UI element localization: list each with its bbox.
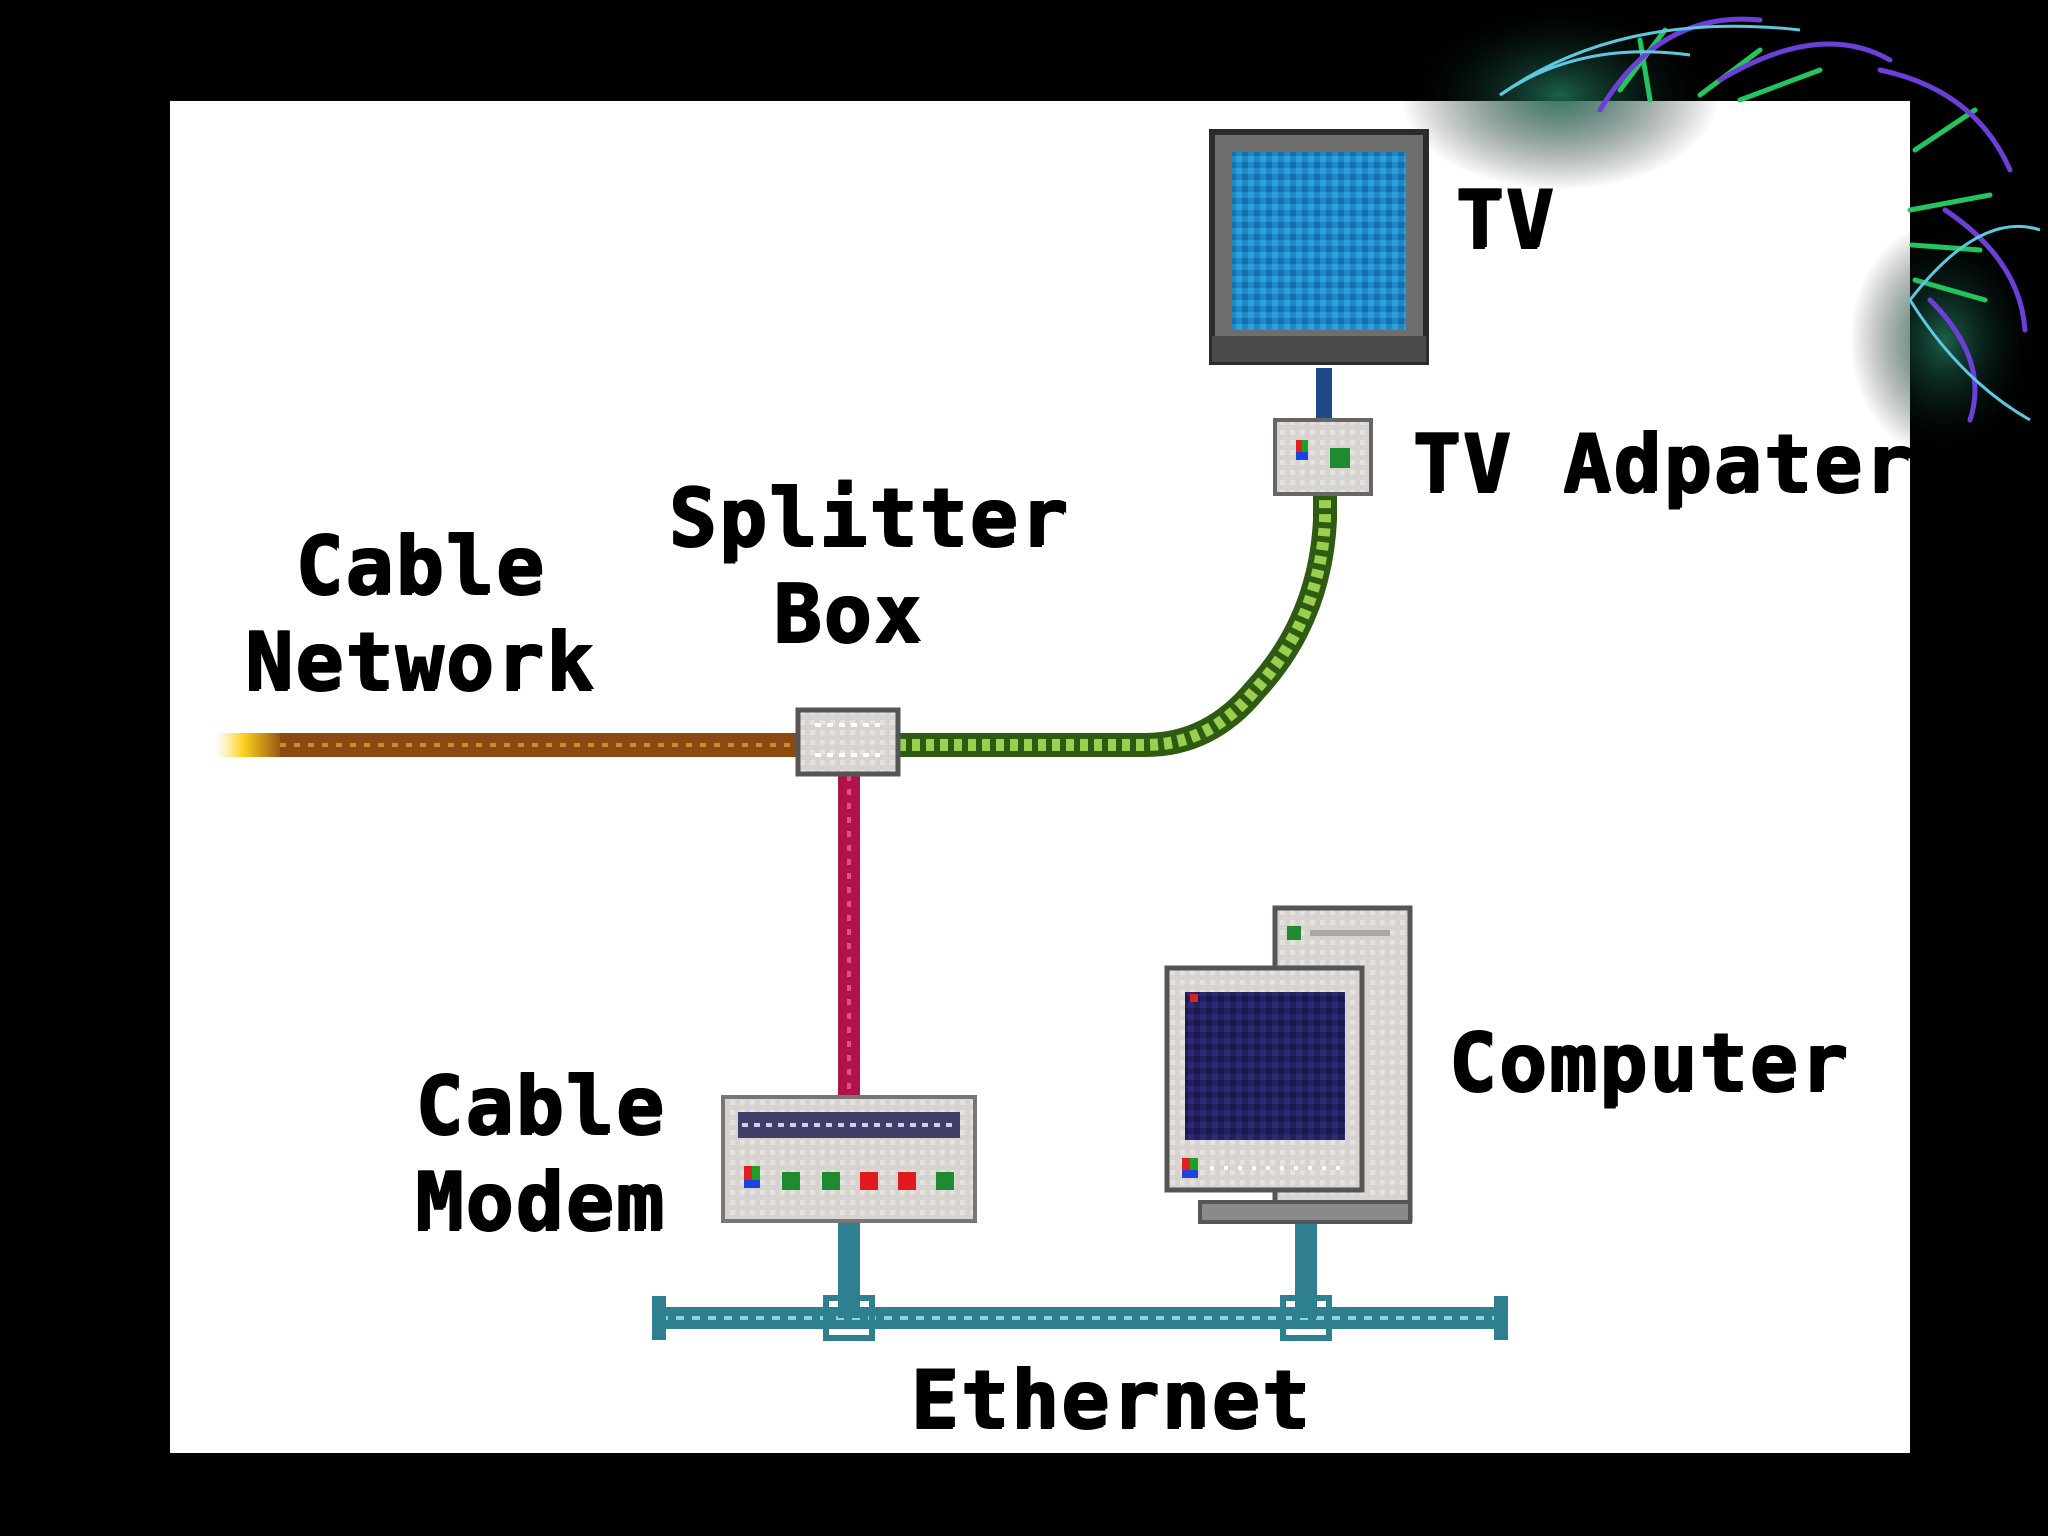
computer-icon [1164,905,1413,1224]
diagram-panel [170,101,1910,1453]
tv-adapter-label: TV Adpater [1412,417,1914,510]
cable-network-label-line1: Cable [294,519,546,612]
computer-label: Computer [1448,1016,1850,1109]
cable-network-line [215,733,800,757]
splitter-box-label-line2: Box [772,567,924,660]
modem-coax-line [838,775,860,1100]
cable-network-label: Cable Network [240,518,600,710]
tv-adapter-icon [1273,418,1373,496]
ethernet-label: Ethernet [910,1353,1312,1446]
cable-network-label-line2: Network [244,615,596,708]
cable-modem-icon [721,1095,977,1223]
firework-decoration [1400,0,2041,460]
cable-modem-label: Cable Modem [390,1058,690,1250]
tv-label: TV [1455,173,1556,266]
tv-coax-line [898,368,1337,757]
ethernet-bus [652,1220,1508,1341]
tv-icon [1209,129,1429,365]
cable-modem-label-line2: Modem [414,1155,666,1248]
splitter-box [795,707,901,777]
cable-modem-label-line1: Cable [414,1059,666,1152]
splitter-box-label: Splitter Box [668,470,1070,662]
splitter-box-label-line1: Splitter [668,471,1070,564]
